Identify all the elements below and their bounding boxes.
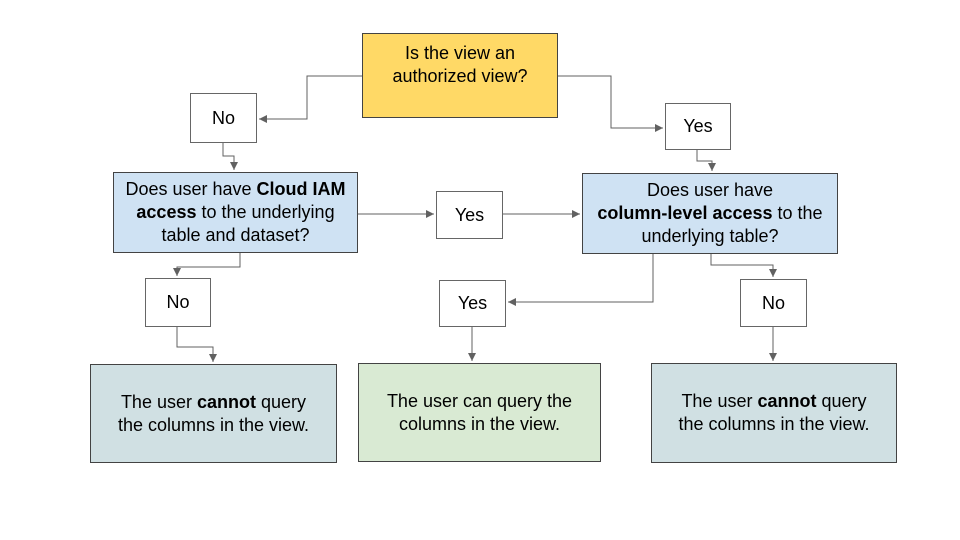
edge-yes1-to-qright	[696, 150, 716, 171]
edge-qright-to-yes2	[508, 254, 654, 306]
edge-start-to-no1	[259, 75, 362, 123]
branch-label-yes-top-right: Yes	[665, 103, 731, 150]
branch-label-text: No	[761, 292, 785, 313]
edge-qright-to-no3	[710, 254, 777, 277]
branch-label-no-left: No	[145, 278, 211, 327]
branch-label-text: Yes	[457, 293, 488, 313]
branch-label-text: No	[166, 292, 190, 312]
branch-label-yes-bottom-middle: Yes	[439, 280, 506, 327]
edge-start-to-yes1	[558, 75, 663, 132]
branch-label-yes-middle: Yes	[436, 191, 503, 239]
branch-label-text: Yes	[683, 116, 713, 136]
edge-no1-to-qleft	[222, 143, 238, 170]
branch-label-text: Yes	[454, 204, 485, 225]
edge-qleft-to-no2	[173, 253, 241, 276]
branch-label-text: No	[211, 107, 235, 128]
edge-no2-to-resleft	[176, 327, 217, 362]
branch-label-no-right: No	[740, 279, 807, 327]
branch-label-no-top-left: No	[190, 93, 257, 143]
